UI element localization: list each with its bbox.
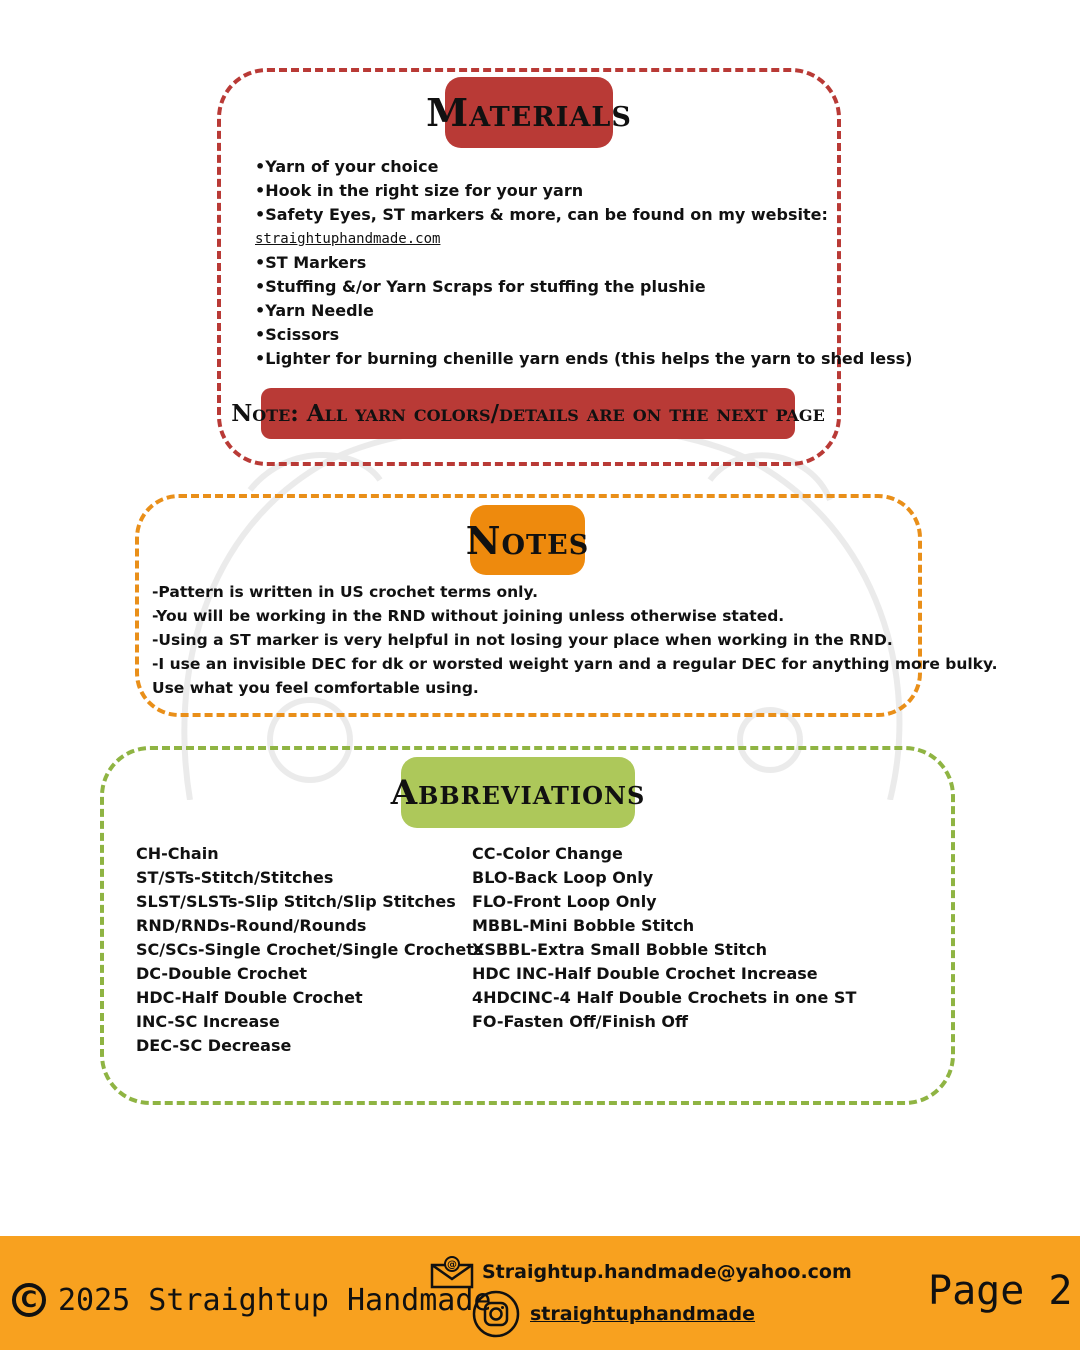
abbreviations-title: Abbreviations [391, 757, 644, 828]
list-item: •Hook in the right size for your yarn [255, 181, 584, 200]
list-item: HDC-Half Double Crochet [136, 988, 363, 1007]
list-item: •Lighter for burning chenille yarn ends … [255, 349, 913, 368]
list-item: ST/STs-Stitch/Stitches [136, 868, 334, 887]
list-item: •Stuffing &/or Yarn Scraps for stuffing … [255, 277, 706, 296]
svg-text:@: @ [447, 1260, 457, 1271]
list-item: •ST Markers [255, 253, 367, 272]
copyright: C 2025 Straightup Handmade [12, 1278, 491, 1322]
list-item: MBBL-Mini Bobble Stitch [472, 916, 695, 935]
list-item: RND/RNDs-Round/Rounds [136, 916, 367, 935]
email-text: Straightup.handmade@yahoo.com [482, 1261, 852, 1283]
abbreviations-column-2: CC-Color Change BLO-Back Loop Only FLO-F… [472, 842, 856, 1034]
abbreviations-box [100, 746, 955, 1105]
notes-box [135, 494, 922, 717]
list-item: SLST/SLSTs-Slip Stitch/Slip Stitches [136, 892, 456, 911]
list-item: •Yarn of your choice [255, 157, 439, 176]
list-item: FO-Fasten Off/Finish Off [472, 1012, 688, 1031]
list-item: XSBBL-Extra Small Bobble Stitch [472, 940, 767, 959]
footer-bar [0, 1236, 1080, 1350]
list-item: DEC-SC Decrease [136, 1036, 292, 1055]
page-number: Page 2 [928, 1268, 1073, 1314]
notes-title: Notes [466, 505, 588, 575]
list-item: 4HDCINC-4 Half Double Crochets in one ST [472, 988, 857, 1007]
list-item: -Using a ST marker is very helpful in no… [152, 631, 893, 649]
list-item: -You will be working in the RND without … [152, 607, 785, 625]
contact-email[interactable]: @ Straightup.handmade@yahoo.com [430, 1252, 852, 1292]
list-item: CC-Color Change [472, 844, 623, 863]
copyright-text: 2025 Straightup Handmade [58, 1282, 492, 1318]
notes-list: -Pattern is written in US crochet terms … [152, 580, 998, 700]
list-item: HDC INC-Half Double Crochet Increase [472, 964, 818, 983]
materials-title: Materials [426, 77, 631, 148]
list-item: BLO-Back Loop Only [472, 868, 654, 887]
list-item: DC-Double Crochet [136, 964, 308, 983]
list-item: -Pattern is written in US crochet terms … [152, 583, 539, 601]
instagram-icon [472, 1290, 520, 1338]
website-link[interactable]: straightuphandmade.com [255, 231, 441, 247]
copyright-icon: C [12, 1283, 46, 1317]
yarn-colors-note: Note: All yarn colors/details are on the… [231, 388, 825, 439]
list-item: •Safety Eyes, ST markers & more, can be … [255, 205, 828, 224]
materials-list: •Yarn of your choice •Hook in the right … [255, 155, 912, 371]
list-item: •Scissors [255, 325, 340, 344]
materials-box [217, 68, 841, 466]
list-item: •Yarn Needle [255, 301, 374, 320]
list-item: -I use an invisible DEC for dk or worste… [152, 655, 998, 673]
list-item: CH-Chain [136, 844, 219, 863]
instagram-handle: straightuphandmade [530, 1303, 756, 1325]
list-item: Use what you feel comfortable using. [152, 679, 479, 697]
abbreviations-column-1: CH-Chain ST/STs-Stitch/Stitches SLST/SLS… [136, 842, 483, 1058]
email-icon: @ [430, 1256, 474, 1289]
list-item: INC-SC Increase [136, 1012, 280, 1031]
contact-instagram[interactable]: straightuphandmade [472, 1290, 755, 1338]
list-item: FLO-Front Loop Only [472, 892, 657, 911]
list-item: SC/SCs-Single Crochet/Single Crochets [136, 940, 484, 959]
